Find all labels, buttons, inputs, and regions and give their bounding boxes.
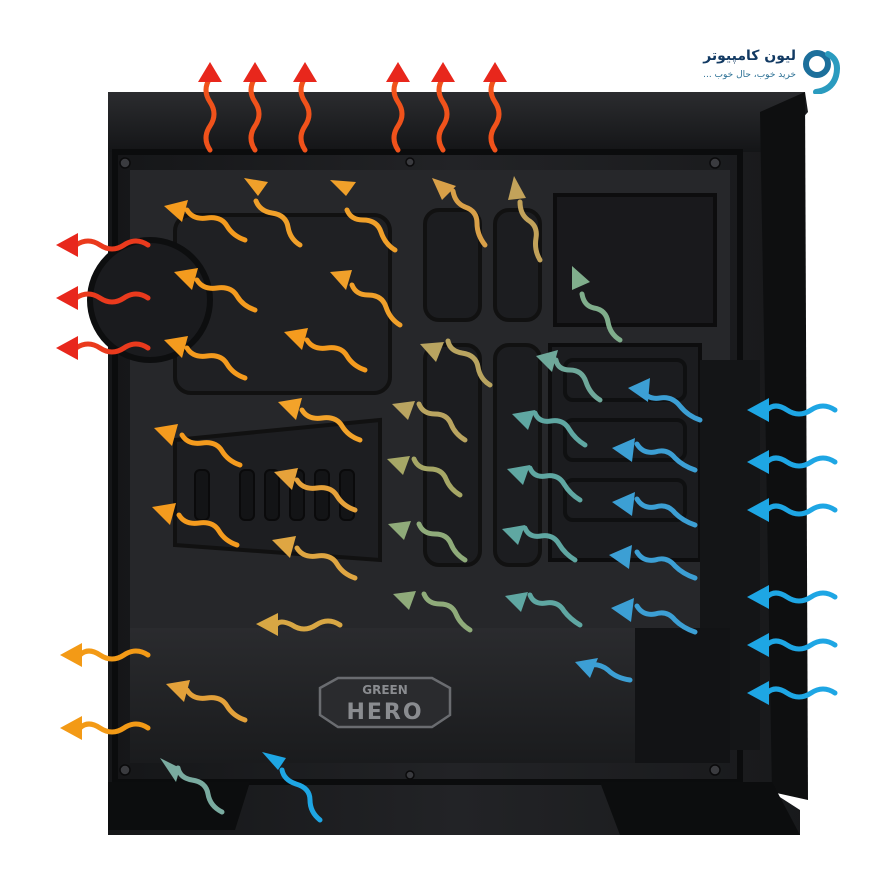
airflow-arrow: [262, 752, 323, 823]
cable-slot: [423, 343, 482, 567]
case-logo-badge: GREEN HERO: [318, 676, 452, 729]
airflow-arrow: [502, 525, 578, 563]
airflow-arrow: [243, 62, 267, 153]
case-feet: [108, 782, 800, 835]
airflow-arrow: [747, 498, 838, 522]
airflow-arrow: [612, 438, 698, 473]
airflow-arrow: [747, 450, 838, 474]
airflow-arrow: [164, 200, 248, 243]
airflow-arrow: [293, 62, 317, 153]
psu-exhaust-arrows: [60, 643, 151, 740]
rear-exhaust-arrows: [56, 233, 151, 360]
airflow-arrow: [611, 598, 698, 635]
airflow-arrow: [330, 270, 403, 328]
pc-case: [87, 92, 808, 835]
front-intake-arrows: [747, 398, 838, 705]
airflow-arrow: [388, 521, 468, 563]
airflow-arrow: [393, 591, 473, 633]
brand-logo: لیون کامپیوتر خرید خوب، حال خوب ...: [702, 44, 842, 100]
airflow-arrow: [166, 680, 248, 723]
cable-slot: [493, 343, 542, 567]
interior-flow-arrows: [152, 176, 703, 823]
airflow-arrow: [536, 350, 603, 403]
airflow-arrow: [60, 716, 151, 740]
cable-slot: [423, 208, 482, 322]
airflow-arrow: [483, 62, 507, 153]
case-top-panel: [108, 92, 805, 152]
drive-trays: [563, 358, 687, 522]
badge-main-text: HERO: [346, 700, 423, 725]
airflow-arrow: [152, 503, 240, 548]
airflow-arrow: [575, 658, 633, 683]
airflow-arrow: [386, 62, 410, 153]
airflow-arrow: [154, 424, 243, 468]
airflow-arrow: [609, 545, 698, 581]
rear-fan: [87, 237, 213, 363]
top-exhaust-arrows: [198, 62, 507, 153]
airflow-arrow: [56, 286, 151, 310]
airflow-arrow: [747, 633, 838, 657]
airflow-arrow: [747, 398, 838, 422]
airflow-arrow: [174, 268, 258, 313]
drive-bay-upper: [553, 193, 717, 327]
airflow-arrow: [56, 233, 151, 257]
airflow-arrow: [387, 456, 463, 498]
airflow-arrow: [244, 178, 303, 248]
airflow-arrow: [747, 585, 838, 609]
airflow-arrow: [432, 178, 488, 248]
airflow-arrow: [612, 492, 698, 528]
airflow-arrow: [508, 176, 543, 263]
airflow-arrow: [56, 336, 151, 360]
brand-name: لیون کامپیوتر: [703, 48, 796, 64]
airflow-arrow: [747, 681, 838, 705]
airflow-arrow: [160, 758, 225, 815]
airflow-arrow: [284, 328, 368, 373]
airflow-arrow: [60, 643, 151, 667]
airflow-arrows: [56, 62, 838, 823]
airflow-arrow: [512, 410, 588, 448]
case-front-bezel: [760, 92, 808, 800]
airflow-arrow: [507, 465, 583, 503]
airflow-arrow: [164, 336, 248, 381]
brand-tagline: خرید خوب، حال خوب ...: [703, 70, 796, 80]
airflow-arrow: [431, 62, 455, 153]
cable-slot: [493, 208, 542, 322]
brand-mark-icon: [803, 50, 840, 94]
airflow-arrow: [272, 536, 358, 581]
psu-shroud-gap: [635, 628, 730, 763]
airflow-arrow: [274, 468, 358, 513]
airflow-arrow: [392, 401, 468, 443]
airflow-arrow: [330, 180, 398, 253]
airflow-arrow: [278, 398, 363, 443]
airflow-arrow: [256, 613, 343, 636]
badge-top-text: GREEN: [362, 683, 408, 697]
airflow-arrow: [505, 592, 583, 628]
airflow-arrow: [198, 62, 222, 153]
frame-screws: [119, 157, 721, 780]
airflow-arrow: [628, 378, 703, 423]
airflow-arrow: [572, 266, 623, 343]
airflow-arrow: [420, 338, 493, 388]
